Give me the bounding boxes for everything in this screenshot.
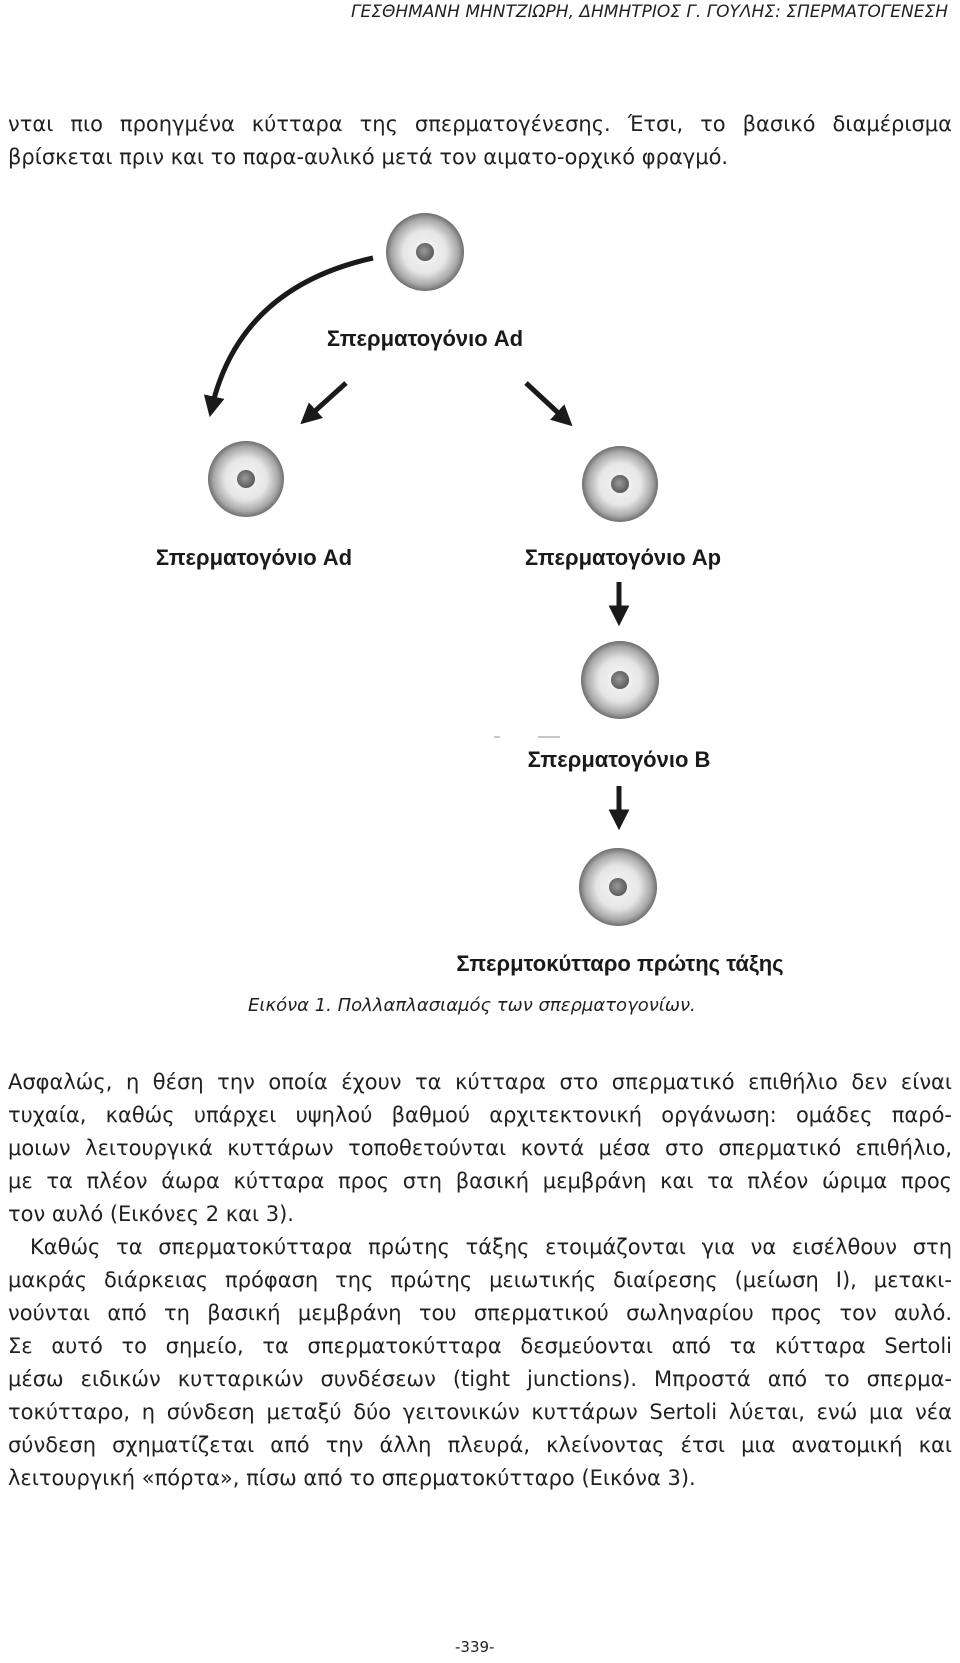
paragraph-1: Ασφαλώς, η θέση την οποία έχουν τα κύττα… <box>8 1066 952 1231</box>
text-line: Ασφαλώς, η θέση την οποία έχουν τα κύττα… <box>8 1070 952 1094</box>
text-line: μακράς διάρκειας πρόφαση της πρώτης μειω… <box>8 1268 952 1292</box>
text-line: νούνται από τη βασική μεμβράνη του σπερμ… <box>8 1301 952 1325</box>
label-b: Σπερματογόνιο Β <box>528 747 711 772</box>
text-line: μοιων λειτουργικά κυττάρων τοποθετούνται… <box>8 1136 952 1160</box>
text-line: μέσω ειδικών κυτταρικών συνδέσεων (tight… <box>8 1367 952 1391</box>
text-line: λειτουργική «πόρτα», πίσω από το σπερματ… <box>8 1466 696 1490</box>
figure-caption: Εικόνα 1. Πολλαπλασιαμός των σπερματογον… <box>248 995 696 1016</box>
text-line: Σε αυτό το σημείο, τα σπερματοκύτταρα δε… <box>8 1334 952 1358</box>
intro-paragraph: νται πιο προηγμένα κύτταρα της σπερματογ… <box>8 108 952 174</box>
text-line: με τα πλέον άωρα κύτταρα προς στη βασική… <box>8 1169 952 1193</box>
cell-ad-top <box>386 213 464 291</box>
label-ad-left: Σπερματογόνιο Ad <box>156 545 352 570</box>
cell-b <box>581 641 659 719</box>
page-number: -339- <box>455 1638 495 1656</box>
paragraph-2: Καθώς τα σπερματοκύτταρα πρώτης τάξης ετ… <box>8 1231 952 1495</box>
text-line: Καθώς τα σπερματοκύτταρα πρώτης τάξης ετ… <box>30 1235 952 1259</box>
label-ap: Σπερματογόνιο Ap <box>525 545 721 570</box>
text-line: τυχαία, καθώς υπάρχει υψηλού βαθμού αρχι… <box>8 1103 952 1127</box>
text-line: νται πιο προηγμένα κύτταρα της σπερματογ… <box>8 112 952 136</box>
text-line: τοκύτταρο, η σύνδεση μεταξύ δύο γειτονικ… <box>8 1400 952 1424</box>
cell-ad-left <box>208 441 284 517</box>
arrow-down-left-icon <box>300 381 348 425</box>
label-ad-top: Σπερματογόνιο Ad <box>327 326 523 351</box>
running-header: ΓΕΣΘΗΜΑΝΗ ΜΗΝΤΖΙΩΡΗ, ΔΗΜΗΤΡΙΟΣ Γ. ΓΟΥΛΗΣ… <box>351 2 948 22</box>
text-line: βρίσκεται πριν και το παρα-αυλικό μετά τ… <box>8 145 729 169</box>
text-line: τον αυλό (Εικόνες 2 και 3). <box>8 1202 294 1226</box>
text-line: σύνδεση σχηματίζεται από την άλλη πλευρά… <box>8 1433 952 1457</box>
spermatogonia-diagram: Σπερματογόνιο Ad Σπερματογόνιο Ad Σπερμα… <box>156 213 784 976</box>
arrow-down-right-icon <box>524 381 573 427</box>
label-primary-spermatocyte: Σπερμτοκύτταρο πρώτης τάξης <box>456 951 783 976</box>
cell-ap <box>582 446 658 522</box>
cell-primary-spermatocyte <box>579 848 657 926</box>
curved-arrow-icon <box>203 255 374 418</box>
